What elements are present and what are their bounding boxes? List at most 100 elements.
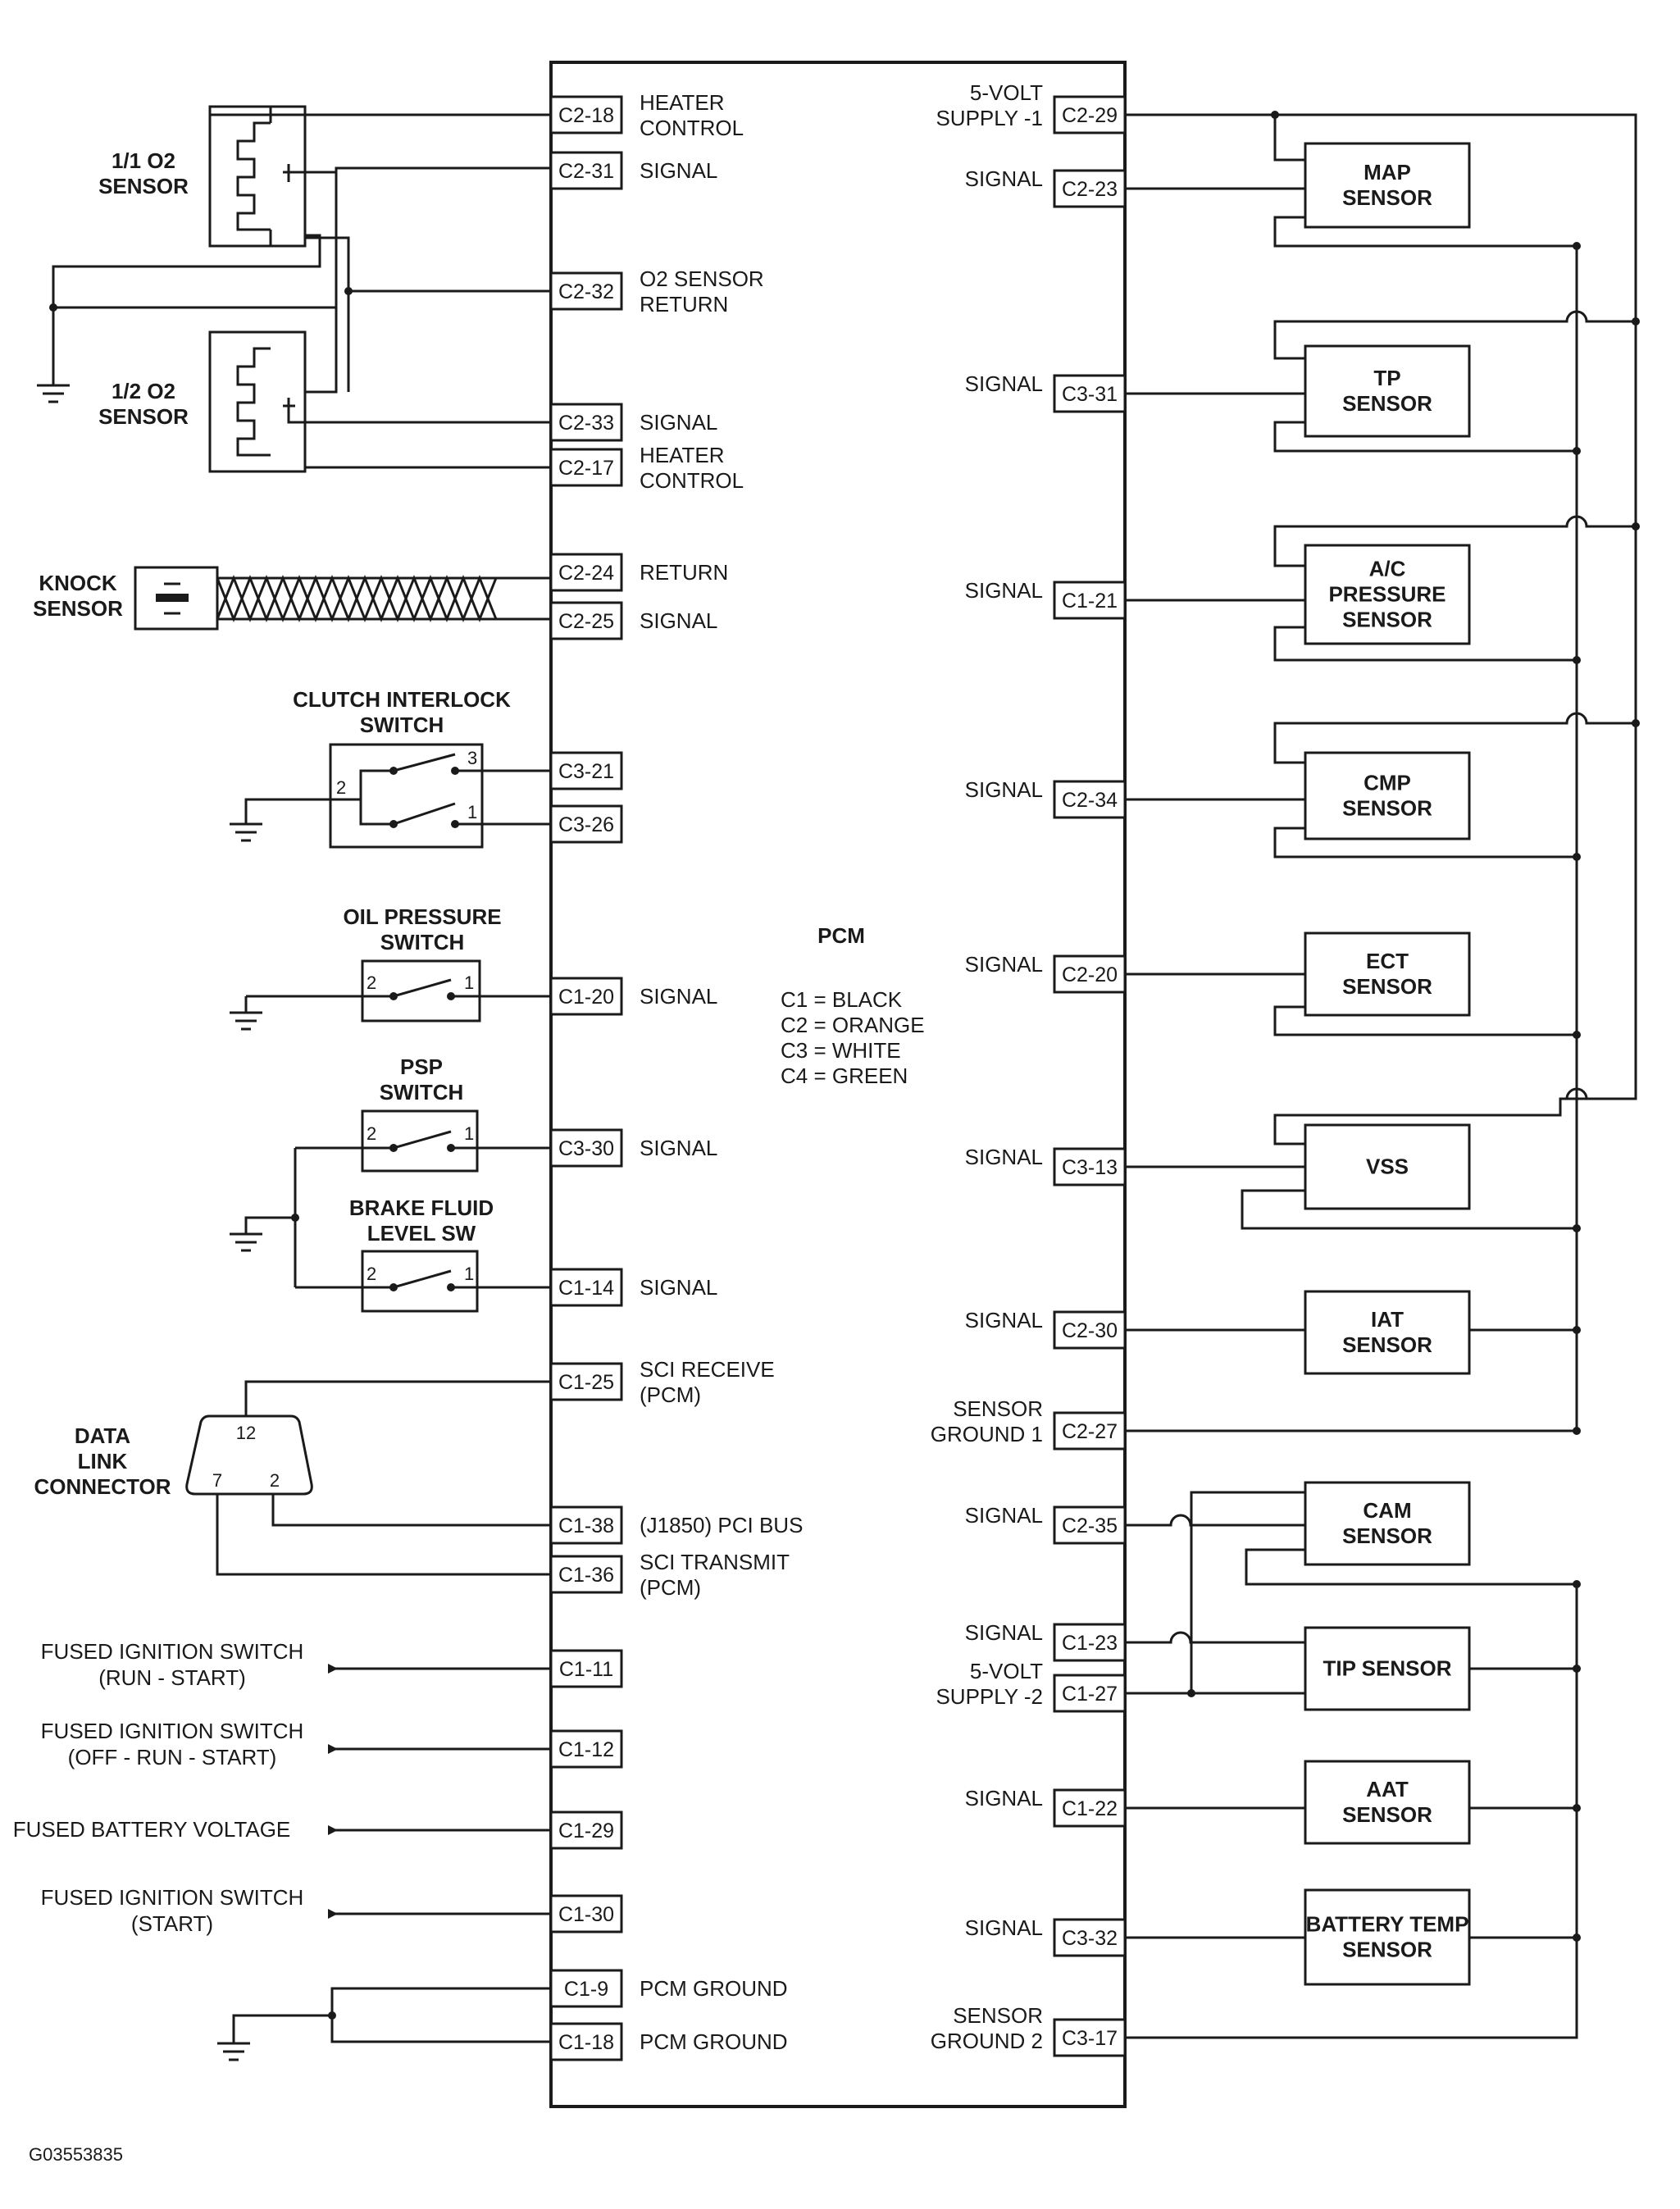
pin-id: C1-9 [564, 1978, 608, 2001]
terminal-label: 2 [367, 972, 376, 993]
sensor-label: VSS [1366, 1155, 1409, 1179]
pin-box [1053, 780, 1127, 819]
pin-id: C2-25 [558, 610, 614, 633]
pin-box [549, 151, 623, 190]
pin-box [549, 1649, 623, 1688]
pin-label: SCI RECEIVE [640, 1357, 775, 1382]
pin-label: SIGNAL [965, 1786, 1043, 1810]
pin-id: C3-17 [1062, 2027, 1118, 2050]
pin-id: C2-18 [558, 104, 614, 127]
terminal-label: 1 [464, 972, 474, 993]
clutch-switch-label: CLUTCH INTERLOCK [293, 687, 511, 712]
sensor-label: MAP [1364, 160, 1411, 184]
pin-box [549, 553, 623, 592]
sensor-box [1304, 544, 1471, 645]
pin-label: SCI TRANSMIT [640, 1550, 790, 1574]
o2-sensor-1-2-label: SENSOR [98, 404, 189, 429]
pin-label: SIGNAL [965, 166, 1043, 191]
pin-id: C1-22 [1062, 1797, 1118, 1820]
pin-box [549, 1969, 623, 2008]
pin-label: CONTROL [640, 116, 744, 140]
sensor-label: AAT [1366, 1777, 1409, 1801]
pin-label: SIGNAL [965, 777, 1043, 802]
pin-id: C1-23 [1062, 1632, 1118, 1655]
sensor-box [1304, 931, 1471, 1017]
pin-label: SENSOR [953, 1396, 1043, 1421]
pin-box [1053, 1310, 1127, 1350]
pin-id: C2-20 [1062, 963, 1118, 986]
pin-id: C3-13 [1062, 1156, 1118, 1179]
pin-box [549, 601, 623, 640]
ground-icon [230, 1011, 262, 1031]
pin-box [1053, 954, 1127, 994]
pin-label: HEATER [640, 90, 725, 115]
pin-id: C2-32 [558, 280, 614, 303]
pin-box [549, 1729, 623, 1769]
clutch-switch-label: SWITCH [360, 713, 444, 737]
right-sensor-column: MAPSENSORTPSENSORA/CPRESSURESENSORCMPSEN… [1304, 142, 1471, 1986]
dlc-pin-label: 2 [270, 1470, 280, 1491]
pin-id: C2-27 [1062, 1420, 1118, 1443]
legend-line: C2 = ORANGE [781, 1013, 925, 1037]
pin-box [1053, 1505, 1127, 1545]
pin-label: RETURN [640, 292, 728, 317]
pin-id: C3-31 [1062, 383, 1118, 406]
o2-sensor-1-2: 1/2 O2 SENSOR [98, 330, 307, 473]
sensor-box [1304, 751, 1471, 840]
knock-sensor-label: SENSOR [33, 596, 123, 621]
pin-box [1053, 1147, 1127, 1186]
psp-switch-label: SWITCH [380, 1080, 464, 1104]
brake-switch-label: BRAKE FLUID [349, 1196, 494, 1220]
sensor-label: SENSOR [1342, 1802, 1432, 1827]
data-link-connector: DATA LINK CONNECTOR 12 7 2 [34, 1380, 551, 1576]
pin-label: SIGNAL [640, 410, 717, 435]
sensor-label: SENSOR [1342, 1332, 1432, 1357]
pin-label: SIGNAL [640, 158, 717, 183]
sensor-label: SENSOR [1342, 796, 1432, 821]
sensor-label: CMP [1364, 771, 1411, 795]
pin-id: C3-30 [558, 1137, 614, 1160]
pin-box [549, 1810, 623, 1850]
sensor-box [1304, 1290, 1471, 1375]
sensor-box [1304, 1626, 1471, 1711]
legend-line: C1 = BLACK [781, 987, 903, 1012]
pin-label: SIGNAL [640, 1275, 717, 1300]
pin-label: SIGNAL [965, 371, 1043, 396]
sensor-label: PRESSURE [1328, 582, 1446, 607]
terminal-label: 2 [336, 777, 346, 798]
pin-id: C1-36 [558, 1564, 614, 1587]
o2-sensor-1-1: 1/1 O2 SENSOR [98, 105, 307, 248]
input-label: (RUN - START) [98, 1665, 246, 1690]
pin-id: C1-21 [1062, 590, 1118, 613]
pin-id: C2-29 [1062, 104, 1118, 127]
pin-box [549, 1894, 623, 1933]
input-label: FUSED IGNITION SWITCH [41, 1639, 304, 1664]
sensor-label: SENSOR [1342, 608, 1432, 632]
dlc-label: CONNECTOR [34, 1474, 171, 1499]
input-label: FUSED IGNITION SWITCH [41, 1885, 304, 1910]
pin-id: C2-24 [558, 562, 614, 585]
ground-icon [230, 1232, 262, 1252]
pin-label: SIGNAL [965, 1620, 1043, 1645]
sensor-box [1304, 1481, 1471, 1566]
pin-label: CONTROL [640, 468, 744, 493]
pin-box [549, 2022, 623, 2061]
pin-id: C2-30 [1062, 1319, 1118, 1342]
pin-box [549, 1128, 623, 1168]
terminal-label: 1 [467, 802, 477, 822]
pin-label: PCM GROUND [640, 2029, 788, 2054]
o2-wiring [37, 113, 551, 469]
sensor-label: SENSOR [1342, 1524, 1432, 1548]
pin-label: SIGNAL [965, 1145, 1043, 1169]
pin-label: SUPPLY -1 [936, 106, 1043, 130]
sensor-label: SENSOR [1342, 974, 1432, 999]
terminal-label: 2 [367, 1123, 376, 1144]
o2-sensor-1-1-label: SENSOR [98, 174, 189, 198]
pin-id: C1-12 [558, 1738, 614, 1761]
sensor-label: BATTERY TEMP [1306, 1912, 1469, 1937]
pin-label: GROUND 1 [931, 1422, 1043, 1446]
ground-icon [37, 384, 70, 403]
pin-label: SIGNAL [640, 1136, 717, 1160]
ground-icon [217, 2042, 250, 2061]
